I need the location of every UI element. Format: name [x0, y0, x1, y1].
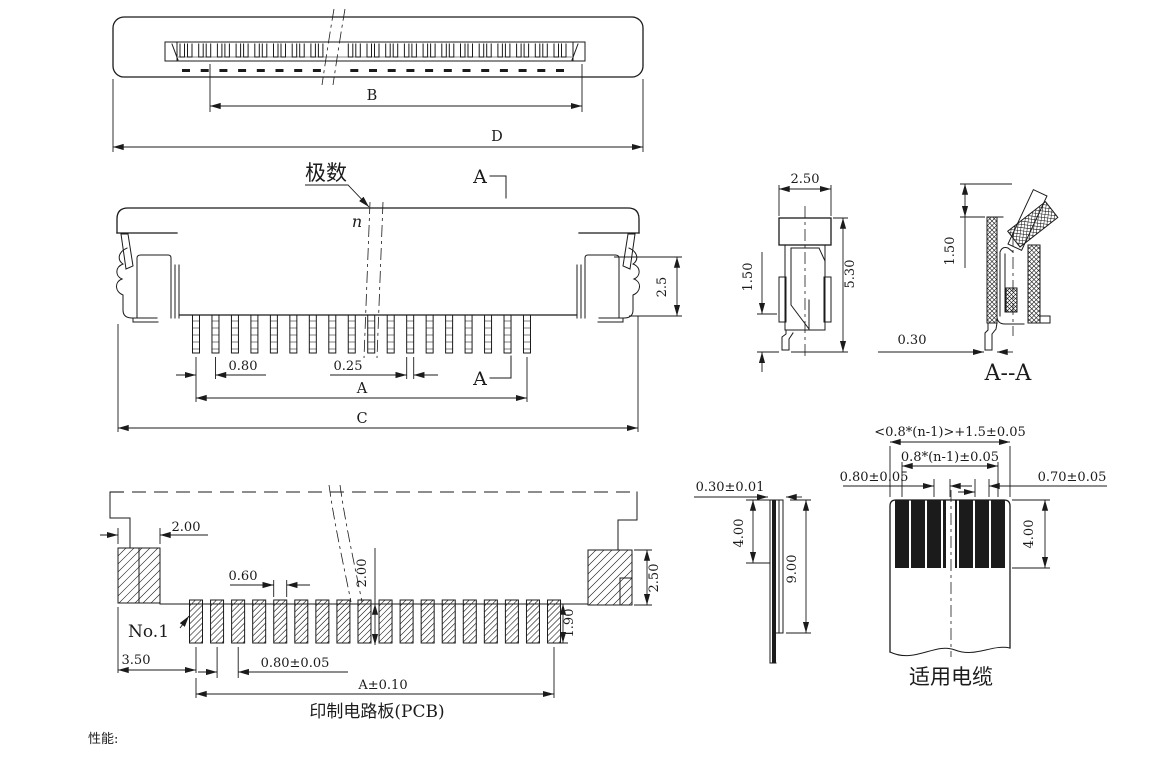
dim-pcb-pitch: 0.80±0.05 [261, 656, 330, 671]
dim-conductor-span: 0.8*(n-1)±0.05 [901, 450, 999, 465]
dim-side-height: 5.30 [843, 260, 858, 289]
dim-cable-pitch: 0.80±0.05 [840, 470, 909, 485]
side-latch-mirror-host [576, 233, 640, 323]
poles-label: 极数 [305, 161, 347, 185]
dim-side-foot: 1.50 [741, 263, 756, 292]
section-aa-view: 1.50 0.30 A--A [878, 183, 1059, 386]
contact-teeth-array [179, 43, 567, 72]
pcb-caption: 印制电路板(PCB) [309, 702, 444, 722]
cable-face-view: <0.8*(n-1)>+1.5±0.05 0.8*(n-1)±0.05 0.80… [840, 425, 1107, 689]
anchor-pad-right [587, 549, 633, 606]
dim-edge: 3.50 [122, 653, 151, 668]
housing-wall-left [986, 216, 998, 324]
dim-b: B [367, 88, 378, 104]
dim-side-width: 2.50 [791, 172, 820, 187]
contact-section [1005, 287, 1018, 313]
dim-overall: C [356, 411, 367, 427]
dim-pad-width: 0.60 [229, 569, 258, 584]
dim-pitch: 0.80 [229, 359, 258, 374]
dim-cable-total: <0.8*(n-1)>+1.5±0.05 [874, 425, 1026, 440]
dim-stiffener: 9.00 [785, 555, 800, 584]
poles-symbol: n [352, 212, 362, 231]
dim-pin-span: A [356, 381, 368, 397]
anchor-pad-left [117, 547, 161, 604]
dim-actuator-height: 1.50 [943, 237, 958, 266]
dim-anchor-height: 2.50 [647, 564, 662, 593]
side-view: 2.50 5.30 1.50 [741, 172, 858, 372]
dim-pcb-span: A±0.10 [357, 678, 407, 693]
side-latch [576, 233, 640, 323]
dim-conductor-width: 0.70±0.05 [1038, 470, 1107, 485]
actuator-lever [1006, 200, 1059, 248]
section-marker-bottom: A [472, 368, 487, 390]
dim-tail-width: 0.30 [898, 333, 927, 348]
dim-anchor-width: 2.00 [172, 520, 201, 535]
dim-face-exposed: 4.00 [1022, 520, 1037, 549]
side-latch [116, 233, 180, 323]
dim-pad-min: 1.90 [562, 609, 577, 638]
pcb-layout-view: 2.00 0.60 2.00 1.90 2.50 No.1 3.50 0.80±… [100, 484, 662, 722]
dim-pad-length: 2.00 [355, 559, 370, 588]
dim-edge-exposed: 4.00 [732, 519, 747, 548]
dim-pin-width: 0.25 [334, 359, 363, 374]
dim-cable-thickness: 0.30±0.01 [696, 480, 765, 495]
cable-caption: 适用电缆 [909, 665, 993, 689]
top-view: B D [112, 8, 644, 152]
signal-pad-array [189, 599, 562, 644]
performance-label: 性能: [88, 732, 118, 747]
cable-edge-view: 0.30±0.01 4.00 9.00 [694, 480, 811, 664]
section-title: A--A [984, 361, 1033, 386]
section-marker-top: A [472, 166, 487, 188]
solder-pin-array [192, 314, 531, 354]
front-view: 极数 n A A 2.5 0.80 0.25 A C [116, 161, 682, 432]
pin1-label: No.1 [128, 622, 169, 642]
dim-d: D [491, 129, 503, 145]
housing-wall-right [1027, 244, 1041, 324]
dim-latch-height: 2.5 [655, 277, 670, 298]
